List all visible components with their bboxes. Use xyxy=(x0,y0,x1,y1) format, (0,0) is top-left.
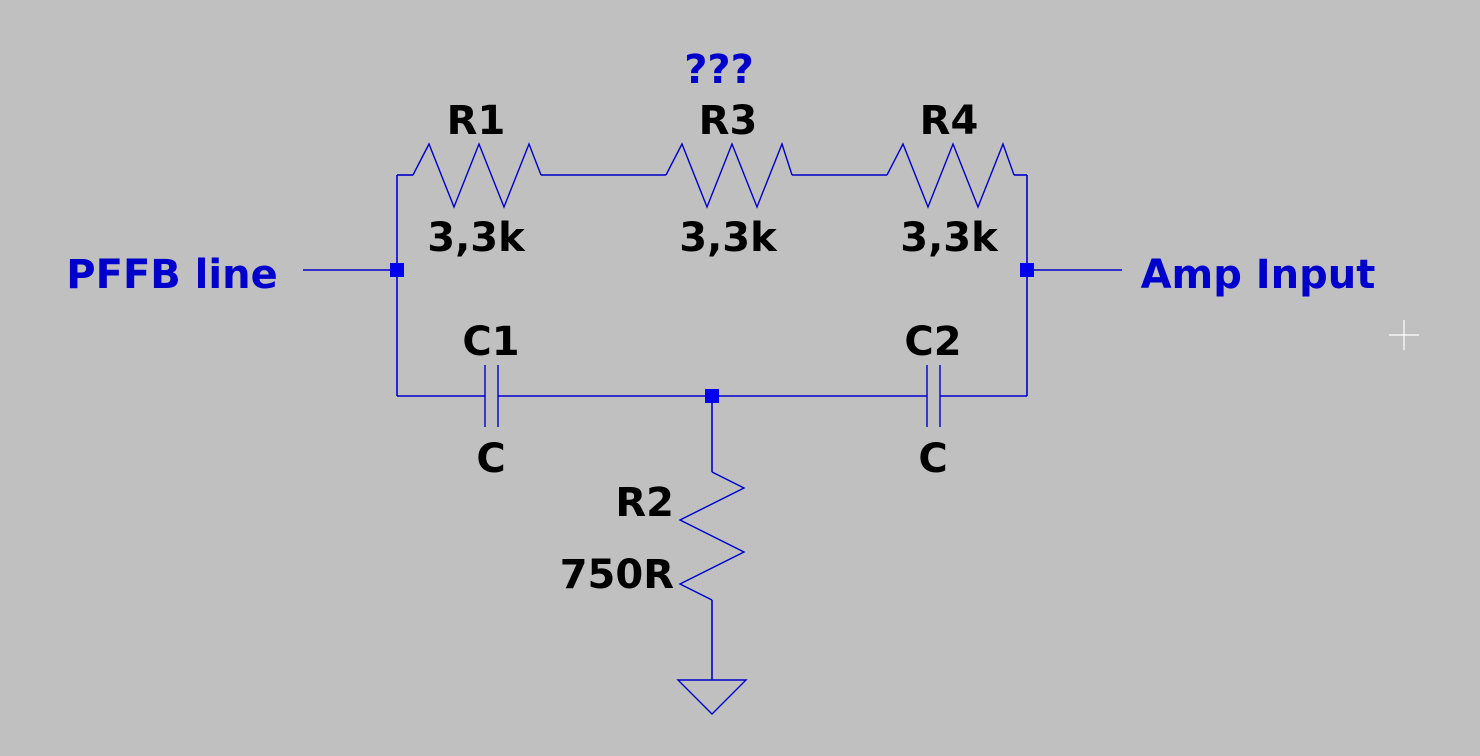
junction-left xyxy=(390,263,404,277)
r3-value-label: 3,3k xyxy=(679,215,778,261)
resistor-r3-symbol[interactable] xyxy=(665,141,793,209)
resistor-r2-symbol[interactable] xyxy=(678,471,746,601)
r2-value-label: 750R xyxy=(560,552,674,598)
r4-value-label: 3,3k xyxy=(900,215,999,261)
c2-value-label: C xyxy=(918,436,947,482)
r2-name-label: R2 xyxy=(615,480,674,526)
net-label-pffb-line: PFFB line xyxy=(66,252,277,298)
c1-name-label: C1 xyxy=(462,319,519,365)
r1-name-label: R1 xyxy=(447,98,506,144)
junction-right xyxy=(1020,263,1034,277)
crosshair-cursor-icon xyxy=(1389,320,1419,350)
ground-symbol-icon[interactable] xyxy=(676,679,748,715)
annotation-unknown: ??? xyxy=(684,47,754,93)
junction-mid xyxy=(705,389,719,403)
resistor-r1-symbol[interactable] xyxy=(412,142,542,209)
resistor-r4-symbol[interactable] xyxy=(886,142,1015,209)
wires xyxy=(303,174,1122,680)
c1-value-label: C xyxy=(476,436,505,482)
capacitor-c1-symbol[interactable] xyxy=(484,365,499,427)
r4-name-label: R4 xyxy=(920,98,979,144)
r1-value-label: 3,3k xyxy=(427,215,526,261)
r3-name-label: R3 xyxy=(699,98,758,144)
net-label-amp-input: Amp Input xyxy=(1141,252,1376,298)
c2-name-label: C2 xyxy=(904,319,961,365)
capacitor-c2-symbol[interactable] xyxy=(926,365,941,427)
